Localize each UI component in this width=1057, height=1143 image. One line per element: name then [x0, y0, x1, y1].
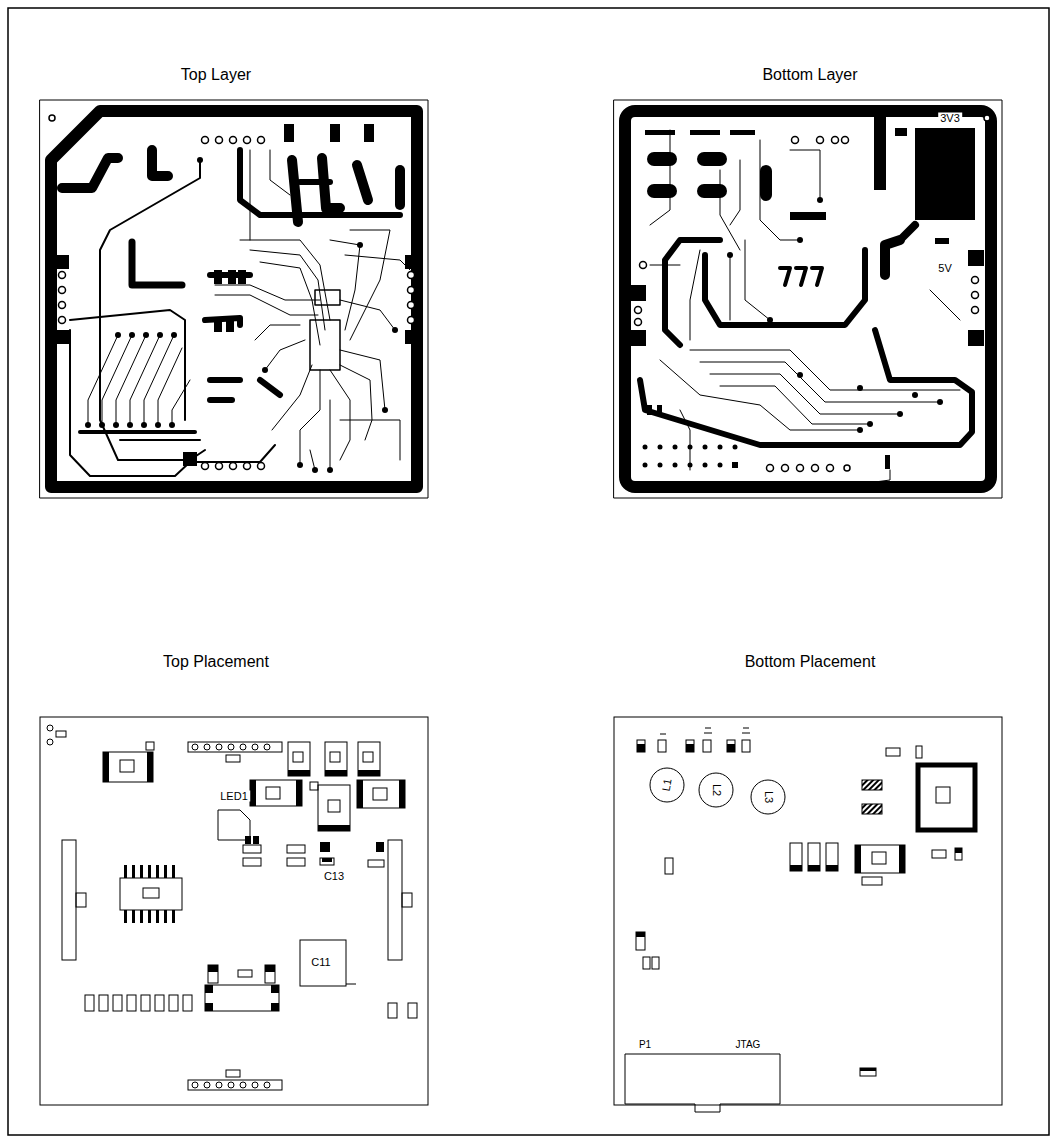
part-name: L3 [763, 791, 774, 803]
net-name: 5V [936, 263, 953, 274]
connector-name: JTAG [734, 1040, 763, 1050]
part-name: P1 [637, 1040, 653, 1050]
panel-heading: Top Layer [181, 67, 251, 83]
panel-heading: Bottom Placement [745, 654, 876, 670]
part-name: L2 [711, 784, 722, 796]
part-name: L1 [661, 778, 674, 792]
part-name: LED1 [218, 791, 250, 802]
panel-heading: Bottom Layer [762, 67, 857, 83]
net-name: 3V3 [938, 113, 962, 124]
part-name: C11 [309, 957, 332, 968]
part-name: C13 [322, 871, 346, 882]
panel-heading: Top Placement [163, 654, 269, 670]
